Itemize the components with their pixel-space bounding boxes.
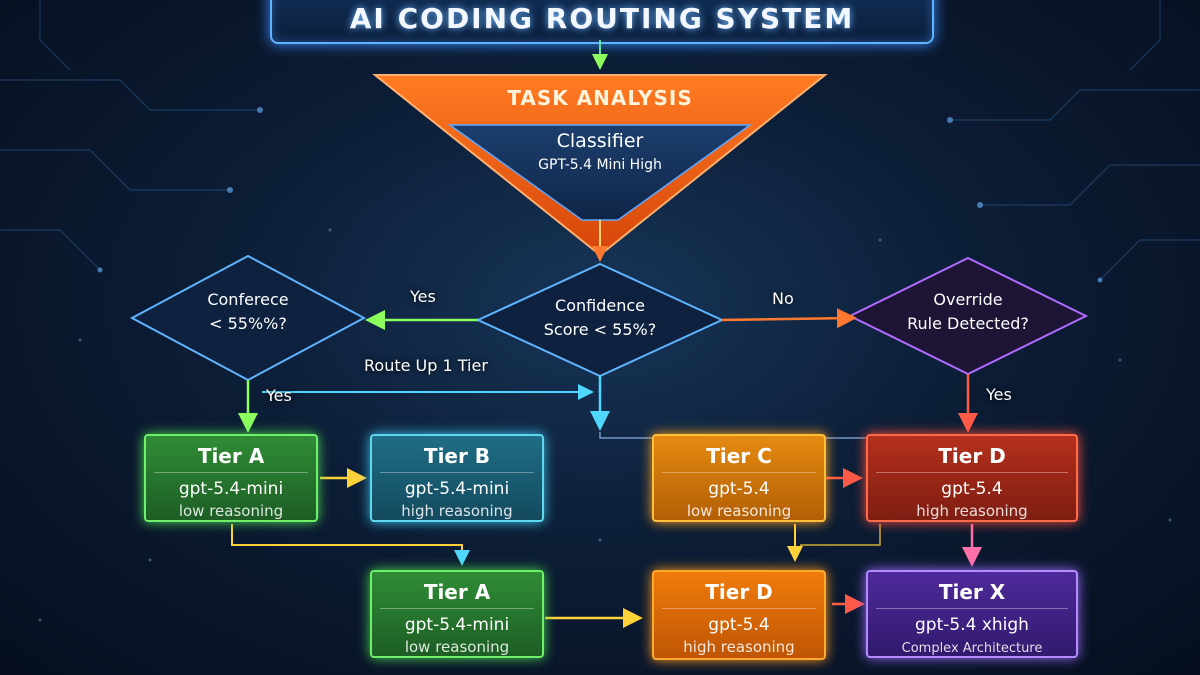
tier-model: gpt-5.4 xhigh (915, 615, 1029, 635)
decision-left: Conferece < 55%%? (160, 288, 336, 336)
decision-right-line1: Override (933, 290, 1003, 309)
tier-name: Tier A (423, 580, 491, 604)
tier-card-row1-a[interactable]: Tier A gpt-5.4-mini low reasoning (144, 434, 318, 522)
tier-card-row2-a[interactable]: Tier A gpt-5.4-mini low reasoning (370, 570, 544, 658)
tier-divider (662, 608, 816, 609)
arrow-tierA-row2 (231, 524, 470, 566)
label-center-right-no: No (772, 289, 794, 308)
tier-model: gpt-5.4 (708, 479, 770, 499)
tier-name: Tier C (706, 444, 772, 468)
decision-left-line2: < 55%%? (209, 314, 287, 333)
tier-reasoning: low reasoning (404, 638, 510, 656)
tier-divider (380, 472, 534, 473)
tier-reasoning: Complex Architecture (901, 641, 1043, 656)
title-box: AI CODING ROUTING SYSTEM (270, 0, 934, 44)
funnel-header: TASK ANALYSIS (507, 86, 693, 110)
classifier-model: GPT-5.4 Mini High (538, 157, 662, 173)
page-title: AI CODING ROUTING SYSTEM (349, 2, 855, 35)
tier-reasoning: low reasoning (686, 502, 792, 520)
tier-name: Tier A (197, 444, 265, 468)
decision-center-line2: Score < 55%? (543, 320, 657, 339)
tier-model: gpt-5.4-mini (404, 615, 510, 635)
tier-model: gpt-5.4-mini (178, 479, 284, 499)
decision-center: Confidence Score < 55%? (510, 294, 690, 342)
decision-right: Override Rule Detected? (880, 288, 1056, 336)
tier-divider (662, 472, 816, 473)
decision-left-line1: Conferece (207, 290, 289, 309)
tier-card-row2-d[interactable]: Tier D gpt-5.4 high reasoning (652, 570, 826, 660)
label-route-up: Route Up 1 Tier (364, 356, 488, 375)
tier-name: Tier B (423, 444, 491, 468)
tier-name: Tier D (938, 444, 1006, 468)
tier-card-row1-d[interactable]: Tier D gpt-5.4 high reasoning (866, 434, 1078, 522)
tier-model: gpt-5.4-mini (404, 479, 510, 499)
tier-reasoning: low reasoning (178, 502, 284, 520)
arrow-center-right (721, 308, 857, 329)
tier-divider (380, 608, 534, 609)
tier-model: gpt-5.4 (708, 615, 770, 635)
tier-divider (154, 472, 308, 473)
tier-name: Tier D (705, 580, 773, 604)
tier-card-row1-c[interactable]: Tier C gpt-5.4 low reasoning (652, 434, 826, 522)
tier-reasoning: high reasoning (916, 502, 1028, 520)
tier-card-row2-x[interactable]: Tier X gpt-5.4 xhigh Complex Architectur… (866, 570, 1078, 658)
tier-model: gpt-5.4 (941, 479, 1003, 499)
decision-center-line1: Confidence (555, 296, 645, 315)
tier-reasoning: high reasoning (683, 638, 795, 656)
decision-right-line2: Rule Detected? (907, 314, 1029, 333)
classifier-label: Classifier (556, 130, 644, 152)
label-center-left-yes: Yes (410, 287, 436, 306)
label-left-down-yes: Yes (266, 386, 292, 405)
tier-reasoning: high reasoning (401, 502, 513, 520)
tier-name: Tier X (938, 580, 1006, 604)
label-right-down-yes: Yes (986, 385, 1012, 404)
tier-divider (876, 472, 1068, 473)
tier-card-row1-b[interactable]: Tier B gpt-5.4-mini high reasoning (370, 434, 544, 522)
tier-divider (876, 608, 1068, 609)
line-tierD-tierC (800, 524, 881, 546)
